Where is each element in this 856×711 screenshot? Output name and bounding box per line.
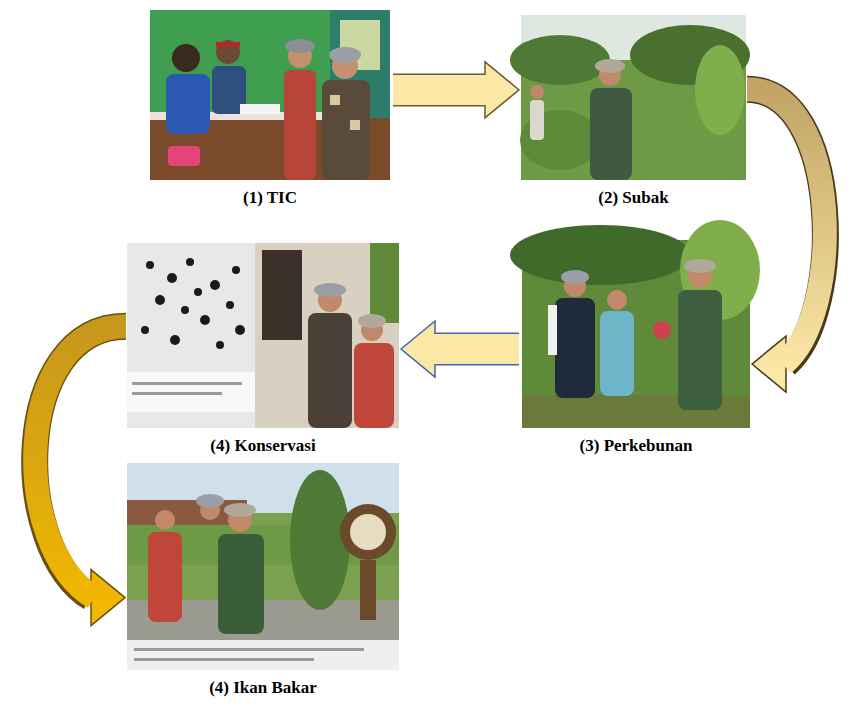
photo-panel: (4) Konservasi	[127, 243, 399, 460]
photo-area	[521, 15, 746, 180]
photo-panel: (4) Ikan Bakar	[127, 463, 399, 702]
photo-ikan-bakar	[127, 463, 399, 670]
photo-panel: (1) TIC	[150, 10, 390, 212]
photo-panel: (3) Perkebunan	[522, 240, 750, 460]
photo-area	[150, 10, 390, 180]
panel-caption: (2) Subak	[521, 180, 746, 212]
arrow-head	[752, 336, 786, 392]
photo-area	[522, 240, 750, 428]
arrow-outline	[747, 89, 825, 364]
block-arrow	[401, 321, 519, 377]
arrow-outline	[35, 326, 126, 597]
arrow-head	[91, 570, 125, 626]
block-arrow	[393, 62, 519, 118]
block-arrow	[747, 89, 825, 392]
photo-area	[127, 243, 399, 428]
arrow-body	[432, 334, 519, 364]
photo-konservasi	[127, 243, 399, 428]
panel-caption: (4) Ikan Bakar	[127, 670, 399, 702]
panel-caption: (1) TIC	[150, 180, 390, 212]
photo-perkebunan	[510, 220, 760, 428]
photo-panel: (2) Subak	[521, 15, 746, 212]
arrow-body	[747, 89, 825, 364]
panel-caption: (4) Konservasi	[127, 428, 399, 460]
arrow-body	[393, 75, 488, 105]
arrow-head	[485, 62, 519, 118]
panel-caption: (3) Perkebunan	[522, 428, 750, 460]
arrow-head	[401, 321, 435, 377]
photo-area	[127, 463, 399, 670]
block-arrow	[35, 326, 126, 625]
photo-subak	[510, 15, 750, 180]
arrow-body	[35, 326, 126, 597]
photo-tic	[150, 10, 390, 180]
